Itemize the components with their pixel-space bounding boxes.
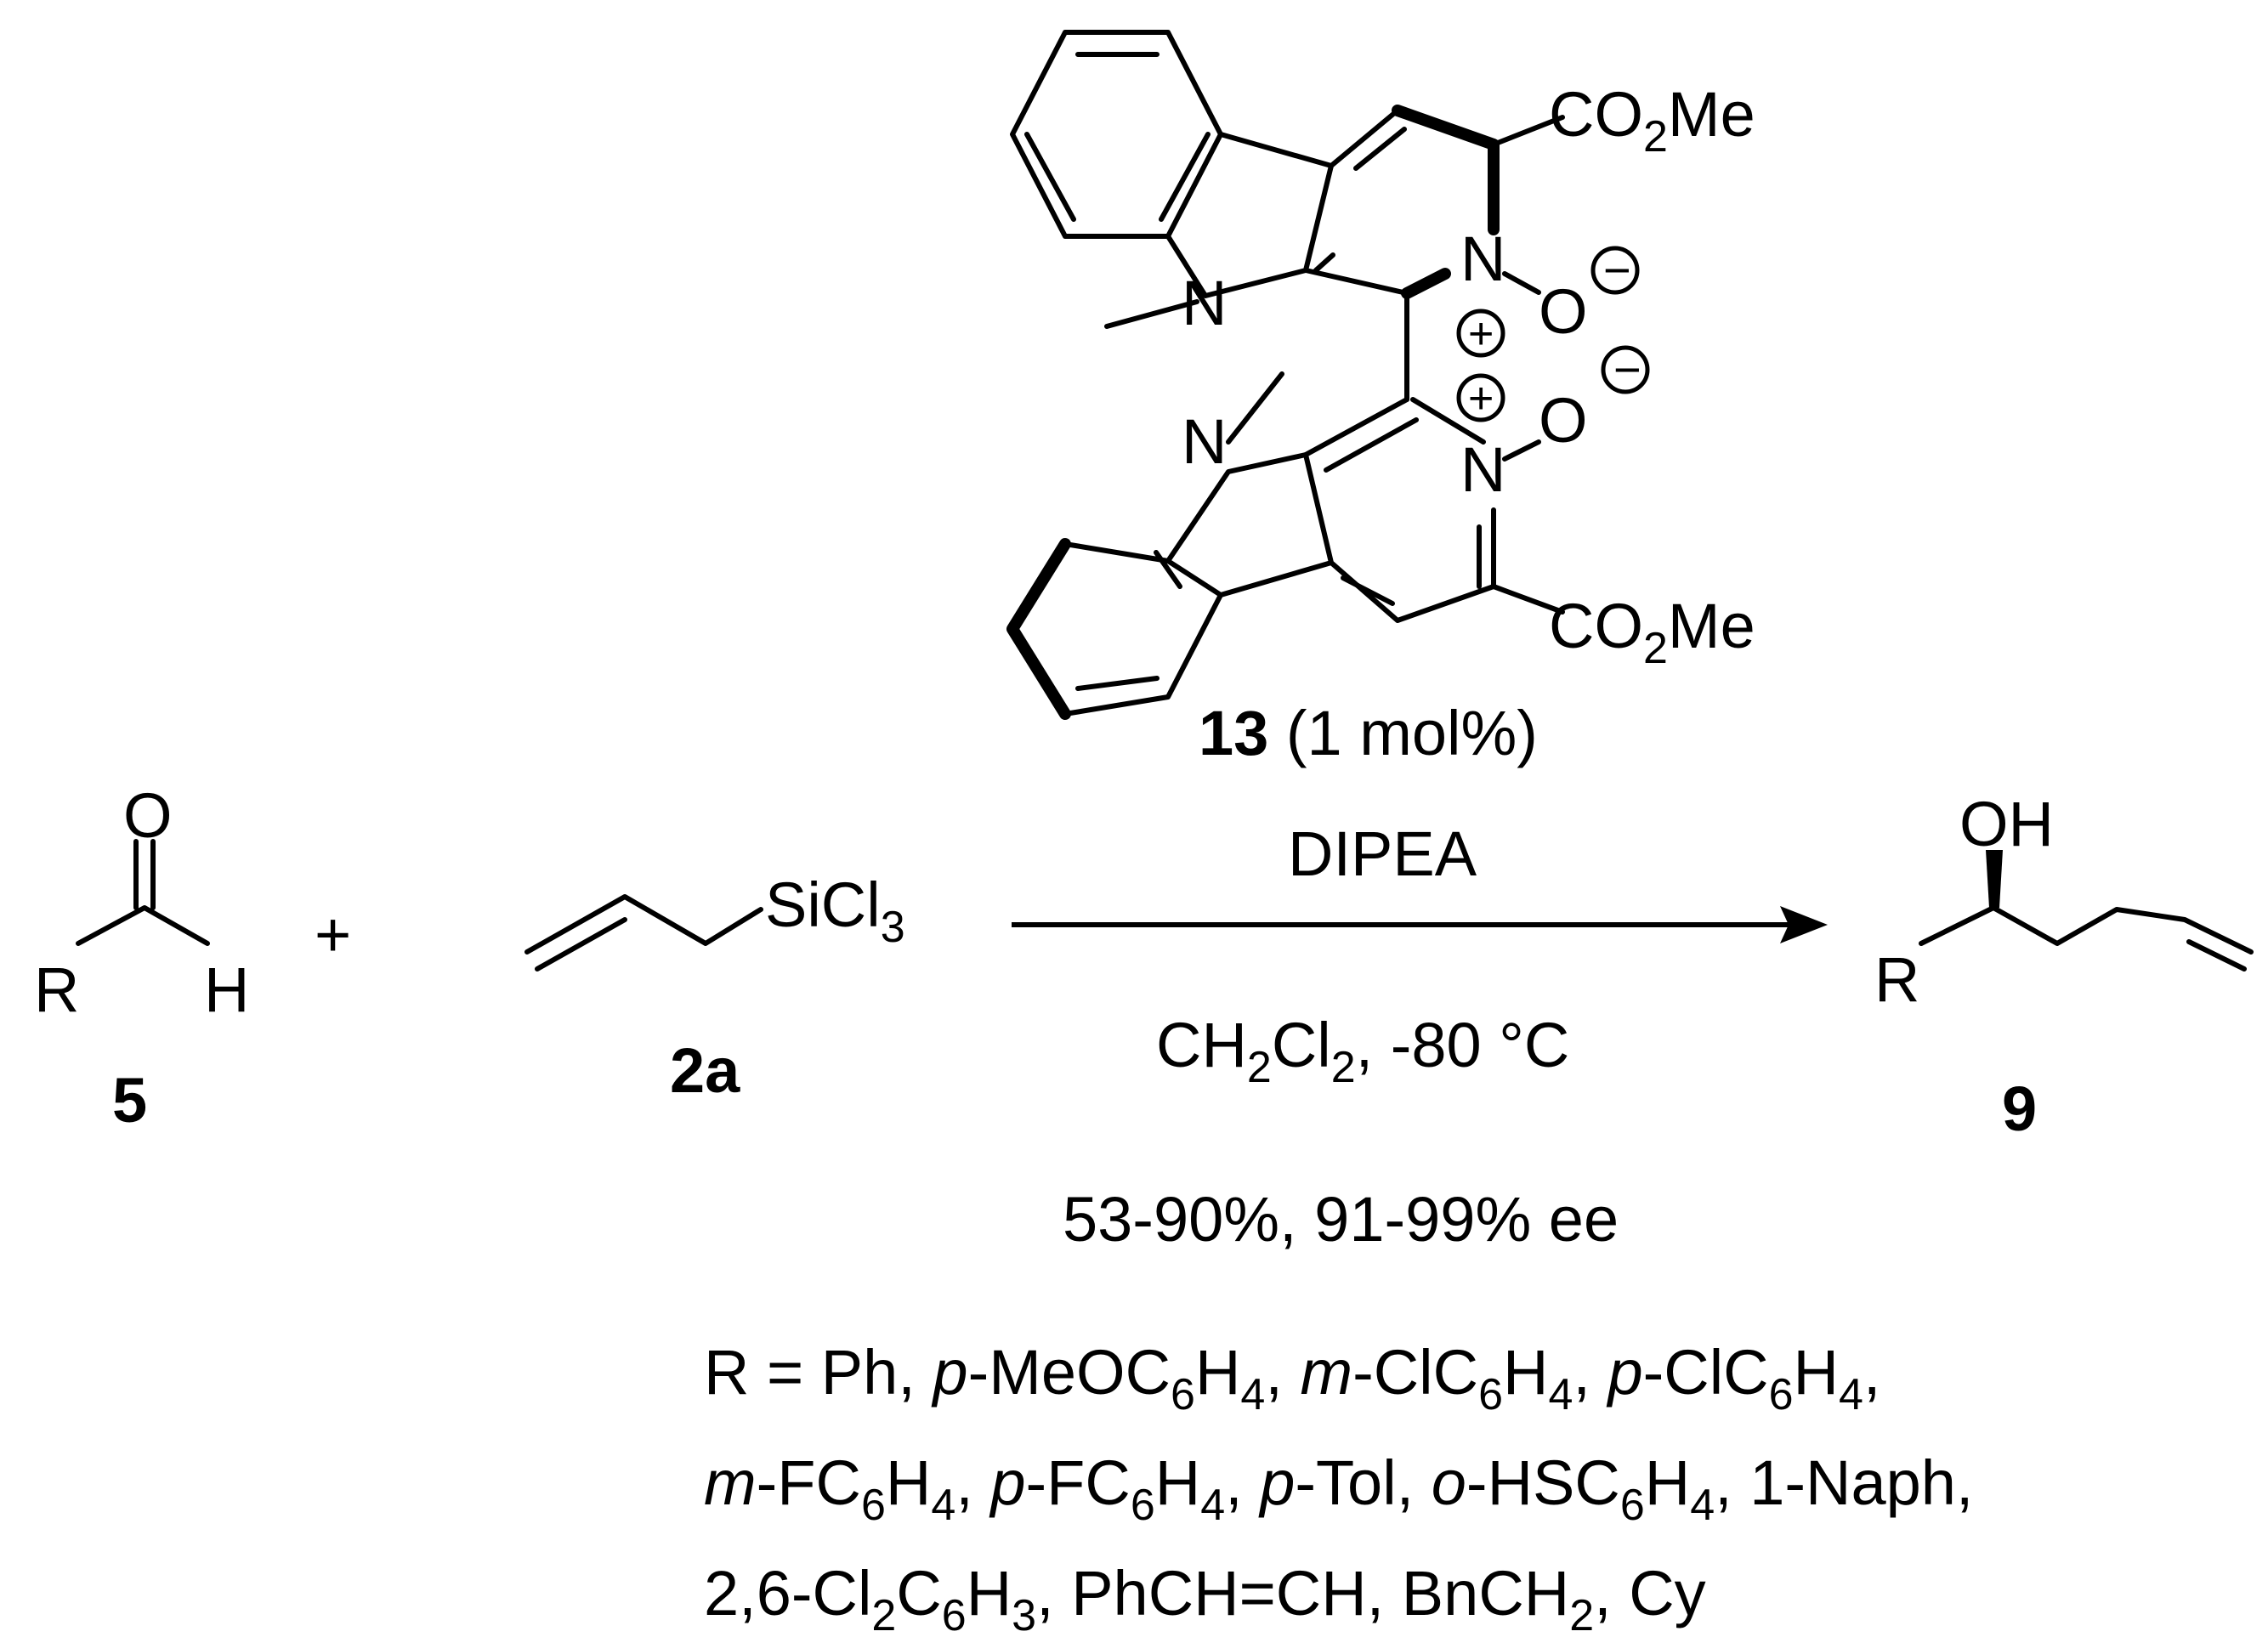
scope-text: H (1503, 1337, 1548, 1408)
catalyst-n-oxide-bottom: N (1460, 434, 1505, 505)
wedge-bond-icon (1986, 850, 2003, 908)
subscript: 4 (1548, 1370, 1573, 1419)
scope-text: H (1794, 1337, 1839, 1408)
scope-text: C (896, 1558, 941, 1629)
scope-text: , (1573, 1337, 1607, 1408)
minus-charge-icon (1590, 246, 1640, 295)
subscript: 6 (1478, 1370, 1503, 1419)
subscript: 2 (1569, 1591, 1594, 1637)
scope-text: -ClC (1352, 1337, 1478, 1408)
plus-charge-icon (1456, 373, 1505, 422)
scope-text: H (1195, 1337, 1240, 1408)
scope-text: H (1155, 1447, 1200, 1518)
scope-line-2: m-FC6H4, p-FC6H4, p-Tol, o-HSC6H4, 1-Nap… (704, 1447, 1974, 1530)
plus-sign-top: + (1468, 309, 1494, 359)
scope-text: , (1265, 1337, 1300, 1408)
catalyst-co2me-bottom: CO2Me (1549, 591, 1755, 673)
scope-text: -ClC (1643, 1337, 1769, 1408)
scope-text: , 1-Naph, (1715, 1447, 1973, 1518)
subscript: 6 (1620, 1481, 1645, 1530)
subscript: 6 (1131, 1481, 1155, 1530)
sicl3-label: SiCl3 (765, 869, 905, 952)
product-r-label: R (1874, 944, 1919, 1015)
catalyst-label: 13 (1 mol%) (1199, 698, 1538, 768)
scope-text: H (886, 1447, 931, 1518)
catalyst-n-methyl-top: N (1182, 268, 1227, 338)
allylsilane-2a-structure (524, 894, 763, 971)
italic-prefix: p (931, 1337, 967, 1408)
scope-text: , (1863, 1337, 1881, 1408)
scope-text: , PhCH=CH, BnCH (1036, 1558, 1569, 1629)
reagent-dipea: DIPEA (1288, 818, 1477, 889)
scope-text: -FC (757, 1447, 861, 1518)
scope-text: -Tol, (1295, 1447, 1431, 1518)
conditions-solvent-temp: CH2Cl2, -80 °C (1156, 1010, 1569, 1092)
plus-charge-icon (1456, 309, 1505, 358)
italic-prefix: p (989, 1447, 1025, 1518)
product-oh-label: OH (1959, 789, 2054, 859)
aldehyde-5-structure (76, 839, 210, 946)
catalyst-o-top: O (1539, 276, 1588, 347)
italic-prefix: o (1432, 1447, 1466, 1518)
product-9-structure (1919, 850, 2254, 971)
italic-prefix: m (1300, 1337, 1352, 1408)
scope-line-3: 2,6-Cl2C6H3, PhCH=CH, BnCH2, Cy (704, 1558, 1706, 1637)
compound-2a-label: 2a (670, 1035, 740, 1106)
subscript: 6 (1171, 1370, 1195, 1419)
italic-prefix: m (704, 1447, 757, 1518)
subscript: 6 (1769, 1370, 1794, 1419)
scope-text: H (967, 1558, 1012, 1629)
plus-sign-bottom: + (1468, 374, 1494, 423)
scope-text: R = Ph, (704, 1337, 933, 1408)
compound-9-label: 9 (2002, 1073, 2037, 1144)
minus-sign-top: − (1603, 243, 1631, 297)
scope-line-1: R = Ph, p-MeOC6H4, m-ClC6H4, p-ClC6H4, (704, 1337, 1880, 1419)
catalyst-n-methyl-bottom: N (1182, 406, 1227, 477)
scope-text: , Cy (1594, 1558, 1706, 1629)
subscript: 2 (871, 1591, 896, 1637)
scope-text: -FC (1026, 1447, 1131, 1518)
subscript: 3 (1012, 1591, 1036, 1637)
arrow-head-icon (1780, 906, 1828, 943)
plus-sign: + (315, 899, 351, 970)
minus-sign-bottom: − (1613, 343, 1641, 396)
subscript: 4 (1839, 1370, 1863, 1419)
subscript: 4 (1200, 1481, 1225, 1530)
subscript: 6 (861, 1481, 886, 1530)
compound-5-label: 5 (112, 1065, 147, 1136)
subscript: 4 (931, 1481, 955, 1530)
scope-text: , (955, 1447, 990, 1518)
scope-text: -HSC (1466, 1447, 1620, 1518)
catalyst-o-bottom: O (1539, 385, 1588, 456)
catalyst-n-oxide-top: N (1460, 224, 1505, 294)
scope-text: -MeOC (968, 1337, 1171, 1408)
aldehyde-r-label: R (34, 954, 79, 1025)
subscript: 4 (1240, 1370, 1265, 1419)
subscript: 4 (1690, 1481, 1715, 1530)
scope-text: H (1645, 1447, 1690, 1518)
aldehyde-h-label: H (204, 954, 249, 1025)
catalyst-co2me-top: CO2Me (1549, 79, 1755, 161)
aldehyde-o-label: O (123, 780, 173, 851)
subscript: 6 (942, 1591, 967, 1637)
scope-text: , (1225, 1447, 1260, 1518)
yield-ee-text: 53-90%, 91-99% ee (1063, 1184, 1619, 1255)
scope-text: 2,6-Cl (704, 1558, 871, 1629)
minus-charge-icon (1601, 345, 1650, 394)
italic-prefix: p (1258, 1447, 1295, 1518)
italic-prefix: p (1606, 1337, 1642, 1408)
catalyst-13-structure (1006, 30, 1565, 720)
